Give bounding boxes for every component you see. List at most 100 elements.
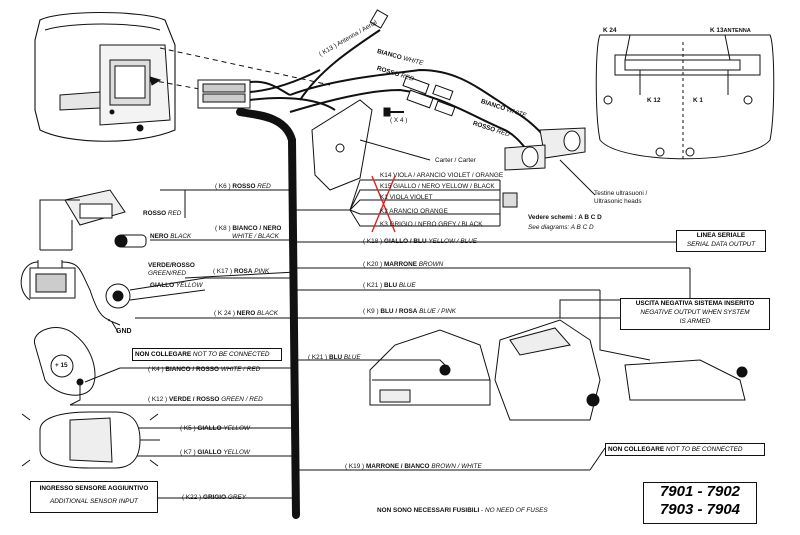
connector-pinout-drawing (595, 34, 775, 160)
k12-it: VERDE / ROSSO (168, 396, 220, 403)
k21-en: BLUE (398, 282, 416, 289)
k13-text: K 13 (710, 27, 724, 34)
x4-label: ( X 4 ) (390, 117, 408, 124)
gnd-label: GND (116, 328, 132, 335)
k22-en: GREY (227, 494, 246, 501)
k21b-code: ( K21 ) (308, 354, 328, 361)
rosso-left-it: ROSSO (143, 210, 167, 217)
k17-it: ROSA (233, 268, 253, 275)
k17-en: PINK (254, 268, 270, 275)
k22-label: ( K22 ) GRIGIO GREY (182, 494, 246, 502)
fusibili-label: NON SONO NECESSARI FUSIBILI - NO NEED OF… (377, 507, 548, 514)
linea-seriale-en: SERIAL DATA OUTPUT (686, 241, 756, 248)
siren-drawing (39, 189, 126, 251)
k12-label: K 12 (647, 97, 661, 104)
car-hood-drawing (599, 298, 748, 401)
k4-it: BIANCO / ROSSO (165, 366, 220, 373)
linea-seriale-box: LINEA SERIALE SERIAL DATA OUTPUT (676, 230, 766, 252)
k17-label: ( K17 ) ROSA PINK (213, 268, 269, 276)
non-collegare-box-1: NON COLLEGARE NOT TO BE CONNECTED (132, 348, 282, 361)
plus15-label: + 15 (55, 362, 68, 369)
fusibili-en: NO NEED OF FUSES (484, 507, 548, 514)
horn-drawing (114, 234, 147, 248)
antenna-text: ANTENNA (723, 28, 751, 34)
k20-code: ( K20 ) (363, 261, 383, 268)
non-collegare-box-2: NON COLLEGARE NOT TO BE CONNECTED (605, 443, 765, 456)
k12-en: GREEN / RED (221, 396, 263, 403)
k7-en: YELLOW (223, 449, 250, 456)
k5-en: YELLOW (223, 425, 250, 432)
uscita-it: USCITA NEGATIVA SISTEMA INSERITO (635, 300, 755, 307)
k21-label: ( K21 ) BLU BLUE (363, 282, 416, 290)
car-door-drawing (494, 317, 601, 421)
k7-label: ( K7 ) GIALLO YELLOW (180, 449, 250, 457)
model-line-2: 7903 - 7904 (659, 501, 741, 518)
k2-wire-label: K2 ARANCIO ORANGE (380, 208, 448, 215)
uscita-negativa-box: USCITA NEGATIVA SISTEMA INSERITO NEGATIVE… (620, 298, 770, 330)
k19-code: ( K19 ) (345, 463, 365, 470)
giallo-it: GIALLO (150, 282, 175, 289)
ingresso-sensore-box: INGRESSO SENSORE AGGIUNTIVO ADDITIONAL SE… (30, 481, 158, 513)
vedere-label: Vedere schemi : A B C D (528, 214, 602, 221)
ground-drawing (107, 319, 121, 333)
k1-wire-label: K1 VIOLA VIOLET (380, 194, 433, 201)
alarm-module-drawing (34, 11, 331, 142)
k22-code: ( K22 ) (182, 494, 202, 501)
carter-bracket (311, 99, 373, 191)
k19-it: MARRONE / BIANCO (365, 463, 430, 470)
ingresso-en: ADDITIONAL SENSOR INPUT (50, 498, 138, 505)
k6-it: ROSSO (232, 183, 256, 190)
nero-it: NERO (150, 233, 169, 240)
k20-it: MARRONE (383, 261, 417, 268)
verde-rosso-label: VERDE/ROSSO (148, 262, 195, 269)
carter-label: Carter / Carter (435, 157, 476, 164)
k21-it: BLU (383, 282, 398, 289)
k9-en: BLUE / PINK (419, 308, 457, 315)
k22-it: GRIGIO (202, 494, 227, 501)
k6-en: RED (257, 183, 271, 190)
k21b-it: BLU (328, 354, 343, 361)
k9-label: ( K9 ) BLU / ROSA BLUE / PINK (363, 308, 456, 316)
k21b-label: ( K21 ) BLU BLUE (308, 354, 361, 362)
k19-en: BROWN / WHITE (431, 463, 482, 470)
k8-en-label: WHITE / BLACK (232, 233, 279, 241)
ultrasonic-heads-drawing (504, 127, 596, 196)
main-connector-drawing (197, 69, 336, 111)
led-drawing (105, 277, 206, 309)
k6-code: ( K6 ) (215, 183, 231, 190)
sensor-heads-label: Testine ultrasuoni / Ultrasonic heads (594, 190, 648, 205)
k9-it: BLU / ROSA (380, 308, 418, 315)
k24-label: K 24 (603, 27, 617, 34)
k20-label: ( K20 ) MARRONE BROWN (363, 261, 443, 269)
ignition-drawing (34, 327, 121, 406)
ingresso-it: INGRESSO SENSORE AGGIUNTIVO (39, 485, 149, 492)
k4-label: ( K4 ) BIANCO / ROSSO WHITE / RED (148, 366, 260, 374)
k21-code: ( K21 ) (363, 282, 383, 289)
linea-seriale-it: LINEA SERIALE (696, 232, 746, 239)
k8-code: ( K8 ) (215, 225, 231, 232)
non-collegare-1-it: NON COLLEGARE (135, 351, 192, 358)
k9-code: ( K9 ) (363, 308, 379, 315)
uscita-en1: NEGATIVE OUTPUT WHEN SYSTEM (640, 309, 750, 316)
nero-en: BLACK (170, 233, 192, 240)
k12-wire-label: ( K12 ) VERDE / ROSSO GREEN / RED (148, 396, 263, 404)
k8-en: WHITE / BLACK (232, 233, 279, 240)
k21b-en: BLUE (343, 354, 361, 361)
k14-label: K14 VIOLA / ARANCIO VIOLET / ORANGE (380, 172, 504, 179)
k20-en: BROWN (418, 261, 444, 268)
k18-it: GIALLO / BLU (383, 238, 427, 245)
k7-code: ( K7 ) (180, 449, 196, 456)
green-red-label: GREEN/RED (148, 270, 186, 277)
k8-it: BIANCO / NERO (232, 225, 282, 232)
k3-wire-label: K3 GRIGIO / NERO GREY / BLACK (380, 221, 483, 228)
k8-label: ( K8 ) BIANCO / NERO (215, 225, 281, 233)
k24-code: ( K 24 ) (214, 310, 235, 317)
k4-en: WHITE / RED (220, 366, 261, 373)
k24-wire-label: ( K 24 ) NERO BLACK (214, 310, 278, 318)
k24-en: BLACK (257, 310, 278, 317)
main-harness (236, 108, 300, 519)
k18-en: YELLOW / BLUE (428, 238, 478, 245)
model-line-1: 7901 - 7902 (659, 483, 741, 500)
k24-it: NERO (236, 310, 256, 317)
